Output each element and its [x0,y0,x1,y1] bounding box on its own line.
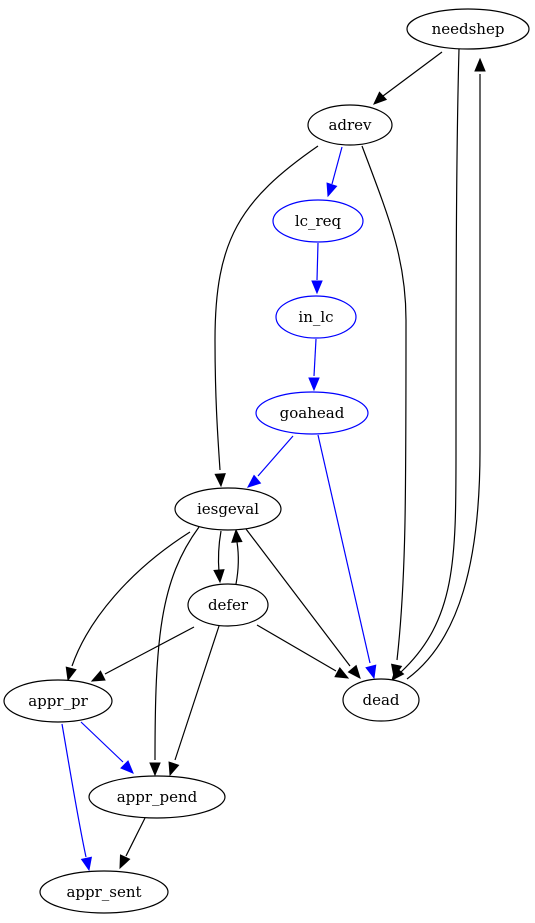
node-dead: dead [342,678,420,722]
node-label: goahead [280,404,345,422]
node-ellipse [187,583,269,627]
edge-line [174,625,220,761]
arrowhead-icon [80,856,93,872]
node-label: iesgeval [197,500,259,518]
node-defer: defer [187,583,269,627]
arrowhead-icon [90,670,106,682]
edges-layer [61,48,486,872]
arrowhead-icon [214,473,226,488]
node-label: adrev [328,116,372,134]
edge-goahead-to-iesgeval [247,435,294,488]
node-ellipse [272,199,364,243]
arrowhead-icon [474,57,486,72]
edge-defer-to-dead [256,624,350,679]
edge-in-lc-to-goahead [308,338,320,392]
node-ellipse [342,678,420,722]
edge-defer-to-appr-pend [168,625,220,777]
edge-line [80,721,124,763]
edge-line [71,531,191,667]
edge-line [61,723,87,858]
node-label: appr_pend [117,788,198,806]
edge-iesgeval-to-appr-pr [65,531,191,682]
edge-appr-pr-to-appr-sent [61,723,93,872]
node-ellipse [39,870,169,914]
node-ellipse [255,391,369,435]
edge-lc-req-to-in-lc [311,242,323,295]
node-ellipse [275,295,357,339]
node-appr-pend: appr_pend [88,775,226,819]
edge-adrev-to-lc-req [326,146,343,198]
node-lc-req: lc_req [272,199,364,243]
arrowhead-icon [390,663,403,679]
node-label: dead [362,691,399,709]
edge-defer-to-appr-pr [90,626,195,682]
edge-needshep-to-adrev [373,51,443,105]
edge-line [125,817,146,857]
edge-line [245,528,351,667]
node-needshep: needshep [406,8,530,50]
node-label: lc_req [295,212,342,230]
edge-defer-to-iesgeval [231,528,243,585]
edge-line [406,74,481,680]
node-ellipse [174,487,282,531]
edge-line [217,530,222,573]
edge-appr-pend-to-appr-sent [119,817,146,870]
node-label: defer [208,596,249,614]
edge-line [104,626,195,675]
edge-line [313,338,317,377]
edge-line [382,51,443,97]
edge-line [361,145,407,661]
node-label: needshep [432,20,505,38]
arrowhead-icon [213,569,225,584]
arrowhead-icon [231,528,243,543]
edge-line [235,541,239,585]
node-iesgeval: iesgeval [174,487,282,531]
arrowhead-icon [347,664,361,679]
edge-dead-to-needshep [406,57,486,680]
arrowhead-icon [120,760,134,774]
edge-iesgeval-to-defer [213,530,225,584]
edge-line [256,624,337,672]
edge-line [257,435,294,477]
arrowhead-icon [65,666,77,682]
arrowhead-icon [311,280,323,295]
edge-adrev-to-dead [361,145,407,679]
node-appr-sent: appr_sent [39,870,169,914]
node-ellipse [88,775,226,819]
arrowhead-icon [149,762,161,777]
node-label: appr_pr [28,692,88,710]
edge-line [316,242,319,281]
arrowhead-icon [308,377,320,392]
node-adrev: adrev [307,104,393,146]
node-ellipse [3,679,113,723]
edge-line [331,146,343,185]
edge-goahead-to-dead [317,434,377,680]
arrowhead-icon [326,182,338,198]
node-label: in_lc [298,308,333,326]
node-goahead: goahead [255,391,369,435]
arrowhead-icon [334,667,350,679]
edge-line [154,526,200,761]
node-appr-pr: appr_pr [3,679,113,723]
edge-line [400,48,460,673]
node-in-lc: in_lc [275,295,357,339]
arrowhead-icon [168,761,180,777]
node-ellipse [307,104,393,146]
arrowhead-icon [247,474,262,488]
edge-iesgeval-to-dead [245,528,361,679]
edge-appr-pr-to-appr-pend [80,721,134,774]
edge-iesgeval-to-appr-pend [149,526,200,777]
node-label: appr_sent [66,883,141,901]
edge-needshep-to-dead [391,48,460,681]
arrowhead-icon [365,664,377,680]
edge-adrev-to-iesgeval [214,145,319,488]
edge-line [317,434,371,664]
node-ellipse [406,8,530,50]
arrowhead-icon [373,91,388,105]
arrowhead-icon [119,854,131,870]
edge-line [214,145,319,471]
